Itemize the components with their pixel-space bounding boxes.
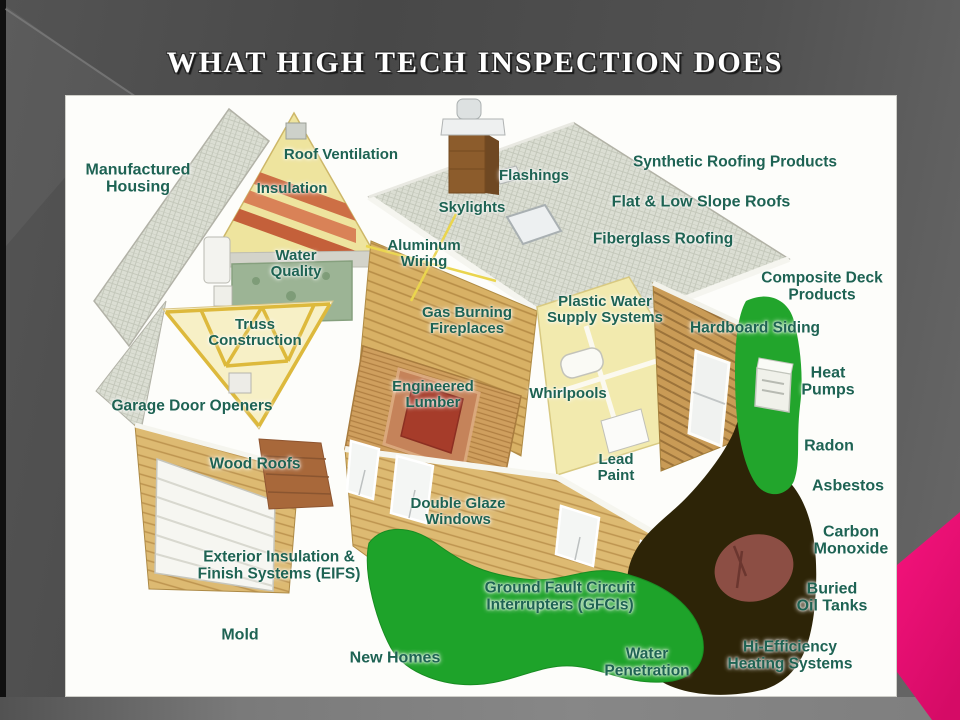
lawn	[366, 528, 704, 686]
whirlpool-tub	[560, 347, 604, 379]
left-roof	[93, 107, 271, 432]
chimney	[440, 98, 506, 195]
roof-vent	[285, 122, 307, 140]
slide-title: WHAT HIGH TECH INSPECTION DOES	[166, 46, 784, 79]
window	[389, 454, 435, 525]
buried-oil-tank	[714, 534, 794, 602]
heat-pump-unit	[754, 367, 792, 413]
slide-bottom-bar	[0, 697, 960, 720]
heat-pump-area	[735, 296, 802, 495]
house-illustration	[93, 98, 817, 695]
skylight	[505, 203, 563, 246]
diagram-canvas	[65, 95, 897, 697]
water-heater	[203, 236, 231, 284]
window	[345, 439, 381, 501]
pink-accent-shape	[897, 512, 960, 720]
window	[554, 504, 601, 568]
wood-roof-patch	[258, 438, 334, 510]
lead-paint-window	[600, 408, 650, 454]
garage	[134, 372, 300, 594]
garage-door	[154, 457, 276, 592]
wiring-lines	[365, 213, 497, 302]
garage-door-opener-unit	[228, 372, 252, 394]
slide-left-edge	[0, 0, 6, 720]
truss-structure	[161, 300, 334, 430]
